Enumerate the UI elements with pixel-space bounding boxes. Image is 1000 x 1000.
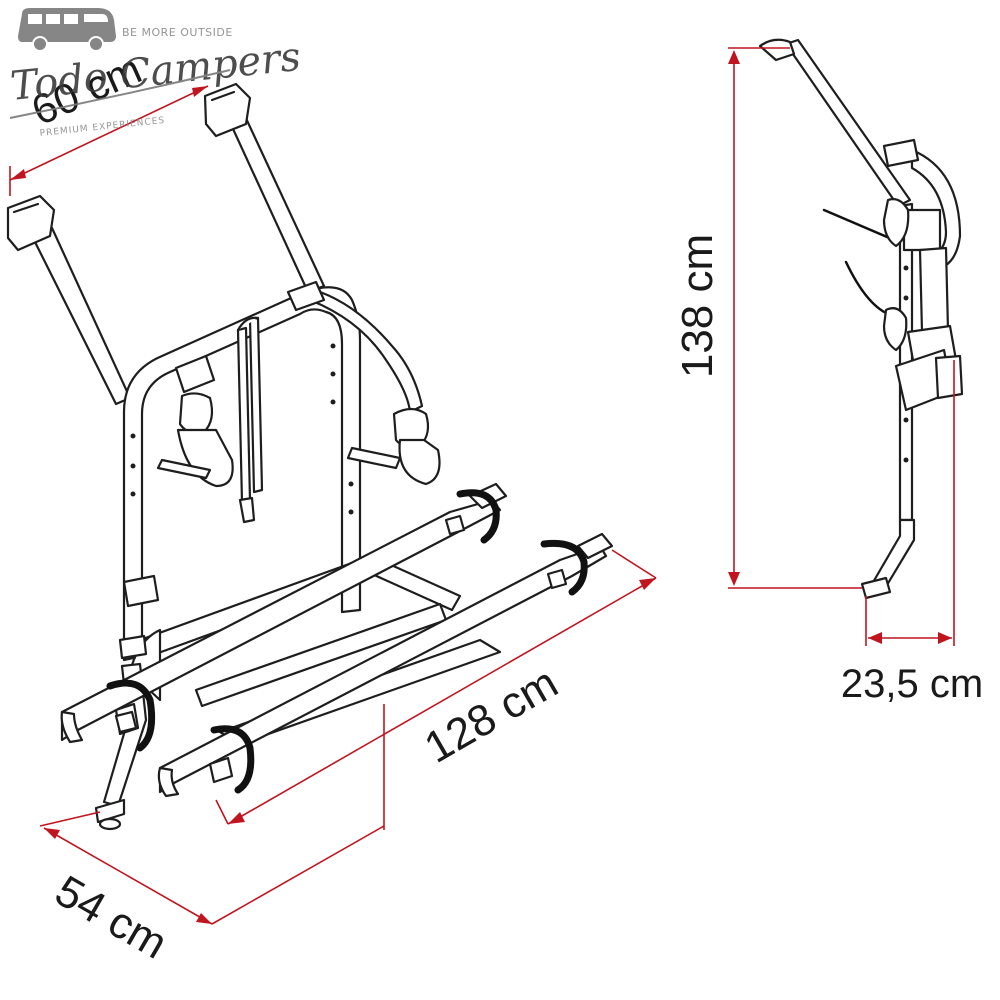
logo-tagline-top: BE MORE OUTSIDE [122, 26, 233, 39]
dimension-base-width [39, 704, 385, 925]
campervan-icon [18, 8, 116, 52]
hanging-strap [236, 316, 264, 524]
label-base-width: 54 cm [47, 866, 175, 968]
main-frame [122, 286, 424, 662]
logo-swoosh [9, 69, 231, 119]
bike-rack-front-view [6, 82, 614, 831]
top-mounting-brackets [6, 82, 252, 252]
side-bracket-upper [902, 208, 942, 252]
support-leg [94, 574, 160, 831]
dimension-labels: 60 cm 138 cm 128 cm 54 cm 23,5 cm [25, 45, 984, 969]
label-total-height: 138 cm [673, 234, 722, 378]
side-top-arm [784, 38, 912, 208]
label-rail-length: 128 cm [417, 658, 566, 773]
dimension-top-width [9, 85, 209, 196]
dimension-total-height [728, 47, 862, 589]
bike-rack-side-view [758, 38, 964, 600]
side-top-hook [758, 38, 796, 62]
dimension-rail-length [215, 549, 657, 825]
rail-straps [106, 489, 588, 794]
strap-buckles [114, 514, 568, 784]
side-foot [860, 576, 892, 600]
wheel-rail-2 [157, 532, 614, 798]
label-depth: 23,5 cm [841, 662, 983, 706]
logo-brand-name: Todo Campers [8, 34, 303, 110]
dimension-lines [9, 47, 955, 925]
wheel-holder-hooks [156, 428, 441, 488]
frame-rivets [130, 343, 354, 515]
dimension-depth [865, 360, 955, 646]
